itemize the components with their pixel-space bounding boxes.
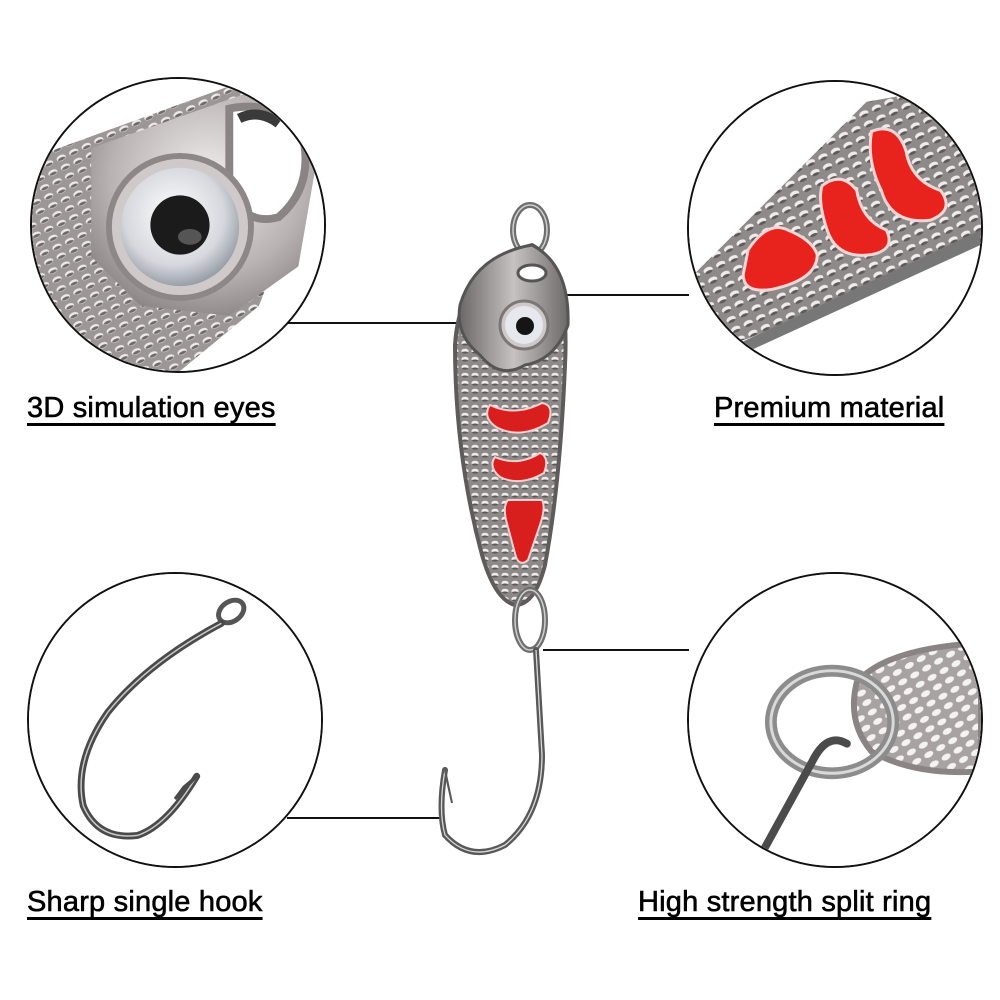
split-ring-connector-line: [543, 649, 689, 651]
hook-closeup-image: [29, 574, 321, 866]
feature-label-hook: Sharp single hook: [27, 886, 263, 919]
material-closeup-image: [689, 82, 981, 374]
eyes-closeup-circle: [30, 77, 326, 373]
split-ring-closeup-image: [689, 574, 981, 866]
eyes-connector-line: [287, 322, 519, 324]
fishing-lure-image: [420, 195, 600, 885]
split-ring-closeup-circle: [687, 572, 983, 868]
feature-label-material: Premium material: [714, 392, 945, 425]
material-connector-line: [560, 294, 689, 296]
material-closeup-circle: [687, 80, 983, 376]
hook-connector-line: [287, 817, 442, 819]
hook-closeup-circle: [27, 572, 323, 868]
feature-label-eyes: 3D simulation eyes: [27, 392, 276, 425]
feature-label-split-ring: High strength split ring: [638, 886, 932, 919]
eye-closeup-image: [32, 79, 324, 371]
